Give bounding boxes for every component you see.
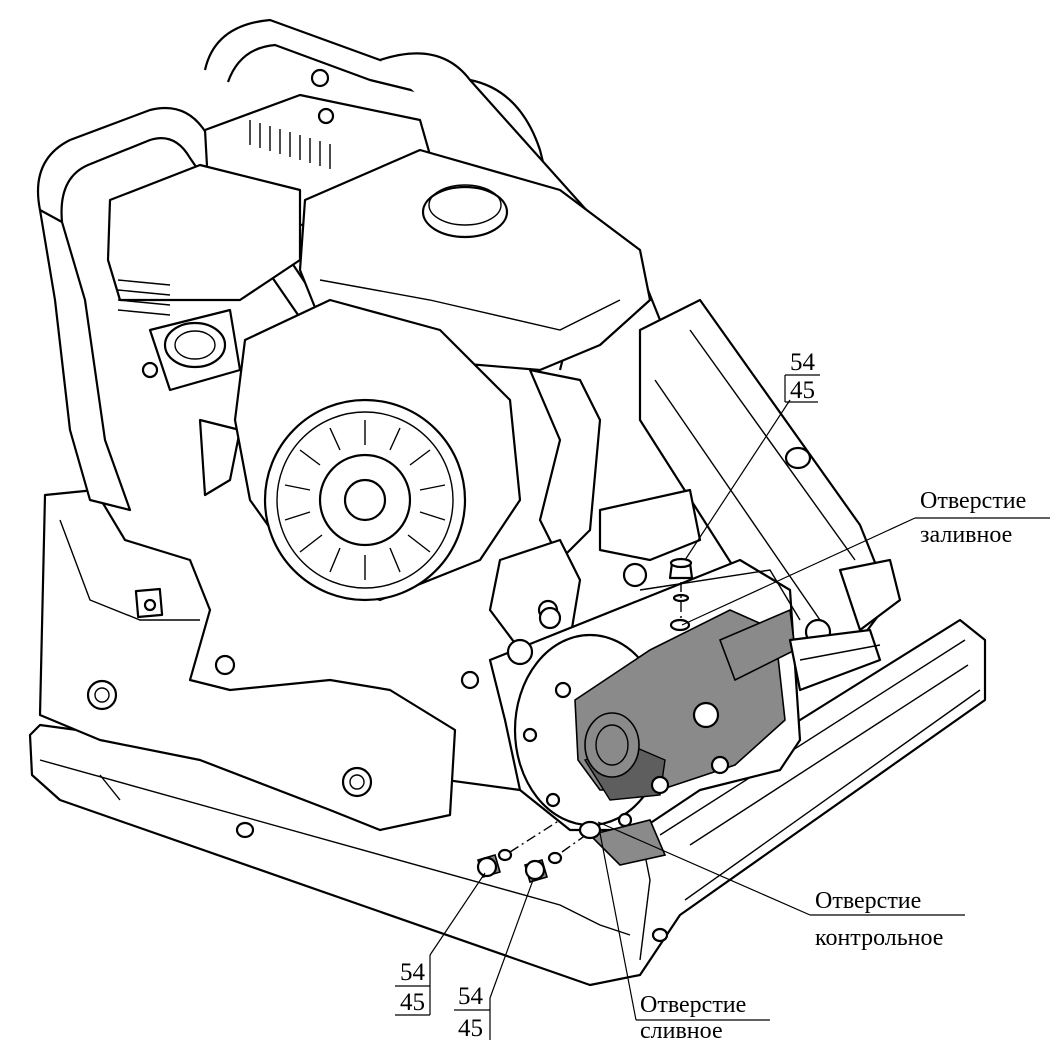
label-control-hole-line1: Отверстие (815, 888, 921, 914)
drain-plugs (476, 819, 602, 883)
callout-fill-plug-top: 54 (790, 349, 816, 376)
label-control-hole: Отверстие контрольное (815, 888, 943, 951)
label-filler-hole-line2: заливное (920, 522, 1012, 548)
leader-lines (429, 399, 1050, 1021)
base-plate (28, 618, 987, 987)
starter-slots (284, 420, 446, 580)
label-filler-hole-line1: Отверстие (920, 488, 1026, 514)
label-filler-hole: Отверстие заливное (920, 488, 1026, 548)
engine-vent-slots (249, 120, 331, 169)
rear-frame (638, 298, 902, 642)
label-control-hole-line2: контрольное (815, 925, 943, 951)
callout-drain-left-top: 54 (400, 959, 426, 986)
label-drain-hole-line2: сливное (640, 1018, 723, 1040)
left-housing (38, 488, 457, 832)
callout-drain-plug-right: 54 45 (454, 983, 491, 1040)
callout-drain-plug-left: 54 45 (395, 955, 431, 1016)
guard-rails (788, 628, 882, 692)
recoil-starter (263, 398, 467, 602)
label-drain-hole-line1: Отверстие (640, 992, 746, 1018)
callout-fill-plug: 54 45 (784, 349, 820, 404)
callout-drain-right-top: 54 (458, 983, 484, 1010)
eccentric-shaft (574, 608, 796, 866)
callout-drain-right-bottom: 45 (458, 1015, 483, 1040)
callout-fill-plug-bottom: 45 (790, 377, 815, 404)
label-drain-hole: Отверстие сливное (640, 992, 746, 1040)
callout-drain-left-bottom: 45 (400, 989, 425, 1016)
fill-plug (668, 557, 694, 632)
